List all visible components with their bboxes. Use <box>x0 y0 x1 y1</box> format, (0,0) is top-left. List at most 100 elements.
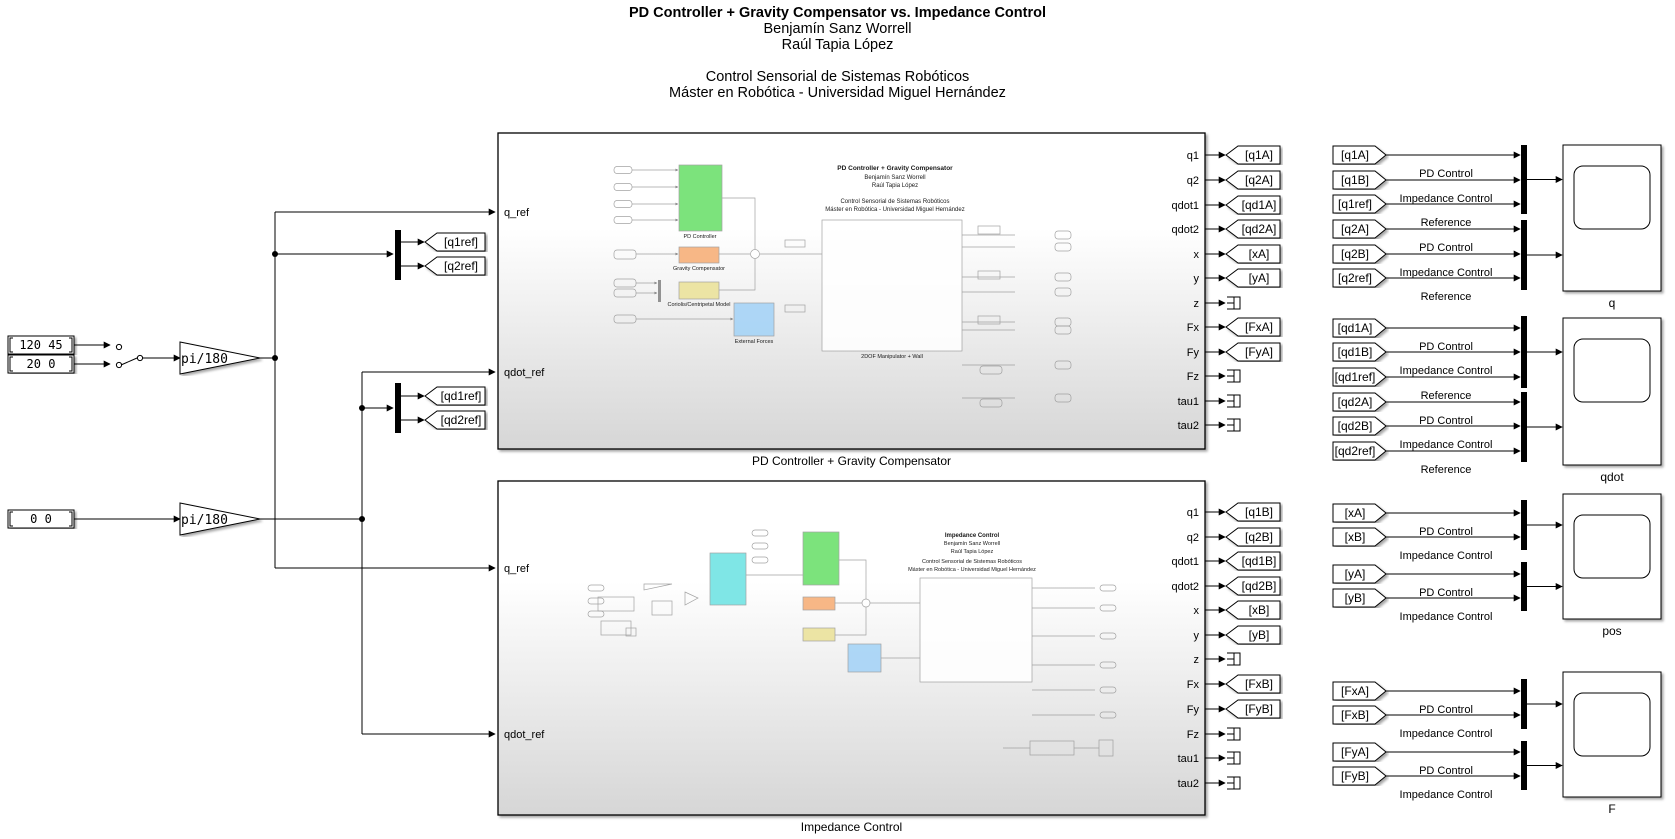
goto-xA[interactable]: [xA] <box>1225 244 1281 264</box>
goto-FyA[interactable]: [FyA] <box>1225 342 1281 362</box>
terminator[interactable] <box>1227 751 1241 765</box>
terminator[interactable] <box>1227 369 1241 383</box>
goto-q2A[interactable]: [q2A] <box>1225 170 1281 190</box>
preview-label: External Forces <box>735 339 774 345</box>
scope-q[interactable]: q <box>1562 144 1662 310</box>
terminator[interactable] <box>1227 296 1241 310</box>
outport-label: tau1 <box>1178 753 1199 765</box>
from-block[interactable]: [q1B] <box>1332 170 1387 190</box>
scope-F[interactable]: F <box>1562 671 1662 816</box>
signal-label: PD Control <box>1419 765 1473 777</box>
outport-label: Fx <box>1187 679 1200 691</box>
constant-block-c3[interactable]: 0 0 <box>7 509 75 529</box>
outport-label: q1 <box>1187 150 1199 162</box>
gain-value: pi/180 <box>181 352 228 367</box>
terminator[interactable] <box>1227 418 1241 432</box>
goto-q2B[interactable]: [q2B] <box>1225 527 1281 547</box>
from-block[interactable]: [xB] <box>1332 527 1387 547</box>
goto-xB[interactable]: [xB] <box>1225 600 1281 620</box>
preview-label: PD Controller <box>683 234 716 240</box>
from-block[interactable]: [q2B] <box>1332 244 1387 264</box>
terminator[interactable] <box>1227 727 1241 741</box>
signal-label: Impedance Control <box>1400 365 1493 377</box>
goto-qd2A[interactable]: [qd2A] <box>1225 219 1281 239</box>
goto-label: [qd1A] <box>1242 198 1277 212</box>
constant-block-c1[interactable]: 120 45 <box>7 335 75 355</box>
gain-value: pi/180 <box>181 513 228 528</box>
junction-qref <box>272 355 278 361</box>
goto-FxA[interactable]: [FxA] <box>1225 317 1281 337</box>
goto-FxB[interactable]: [FxB] <box>1225 674 1281 694</box>
outport-label: Fz <box>1187 729 1199 741</box>
from-block[interactable]: [yB] <box>1332 588 1387 608</box>
outport-label: y <box>1194 273 1200 285</box>
goto-label: [q1B] <box>1245 505 1273 519</box>
from-block[interactable]: [q2ref] <box>1332 268 1387 288</box>
goto-qd1A[interactable]: [qd1A] <box>1225 195 1281 215</box>
from-block[interactable]: [qd2B] <box>1332 416 1387 436</box>
program-name: Máster en Robótica - Universidad Miguel … <box>669 85 1006 101</box>
signal-label: PD Control <box>1419 587 1473 599</box>
signal-label: Impedance Control <box>1400 439 1493 451</box>
from-label: [xA] <box>1345 506 1366 520</box>
goto-q1B[interactable]: [q1B] <box>1225 502 1281 522</box>
inport-label: qdot_ref <box>504 367 545 379</box>
from-block[interactable]: [xA] <box>1332 503 1387 523</box>
goto-qd1ref[interactable]: [qd1ref] <box>424 386 486 406</box>
from-label: [FyB] <box>1341 769 1369 783</box>
mux-bar[interactable] <box>1521 392 1527 462</box>
goto-q1ref[interactable]: [q1ref] <box>424 232 486 252</box>
terminator[interactable] <box>1227 652 1241 666</box>
mux-bar[interactable] <box>1521 500 1527 550</box>
mux-bar[interactable] <box>1521 679 1527 729</box>
terminator[interactable] <box>1227 394 1241 408</box>
from-block[interactable]: [qd1ref] <box>1332 367 1387 387</box>
scope-qdot[interactable]: qdot <box>1562 317 1662 484</box>
goto-yB[interactable]: [yB] <box>1225 625 1281 645</box>
mux-bar[interactable] <box>1521 741 1527 790</box>
from-block[interactable]: [qd1A] <box>1332 318 1387 338</box>
mux-bar[interactable] <box>1521 220 1527 290</box>
from-block[interactable]: [yA] <box>1332 564 1387 584</box>
scope-name: F <box>1608 802 1615 816</box>
goto-q2ref[interactable]: [q2ref] <box>424 256 486 276</box>
from-label: [q1B] <box>1341 173 1369 187</box>
gain-block-g2[interactable]: pi/180 <box>179 502 261 536</box>
demux-qdotref[interactable] <box>395 383 401 433</box>
constant-block-c2[interactable]: 20 0 <box>7 354 75 374</box>
goto-FyB[interactable]: [FyB] <box>1225 699 1281 719</box>
mux-bar[interactable] <box>1521 316 1527 388</box>
from-block[interactable]: [qd2ref] <box>1332 441 1387 461</box>
demux-qref[interactable] <box>395 230 401 280</box>
from-label: [q1A] <box>1341 148 1369 162</box>
from-block[interactable]: [FxA] <box>1332 681 1387 701</box>
mux-bar[interactable] <box>1521 562 1527 611</box>
from-label: [q2B] <box>1341 247 1369 261</box>
model-title: PD Controller + Gravity Compensator vs. … <box>629 5 1046 21</box>
from-block[interactable]: [q1ref] <box>1332 194 1387 214</box>
goto-label: [yA] <box>1249 271 1270 285</box>
subsystem-name: PD Controller + Gravity Compensator <box>752 454 951 468</box>
from-block[interactable]: [FxB] <box>1332 705 1387 725</box>
preview-author-1: Benjamín Sanz Worrell <box>864 175 925 181</box>
from-block[interactable]: [qd2A] <box>1332 392 1387 412</box>
goto-q1A[interactable]: [q1A] <box>1225 145 1281 165</box>
scope-pos[interactable]: pos <box>1562 493 1662 638</box>
goto-qd2B[interactable]: [qd2B] <box>1225 576 1281 596</box>
from-block[interactable]: [q1A] <box>1332 145 1387 165</box>
from-block[interactable]: [FyB] <box>1332 766 1387 786</box>
goto-qd1B[interactable]: [qd1B] <box>1225 551 1281 571</box>
inport-label: qdot_ref <box>504 729 545 741</box>
from-block[interactable]: [q2A] <box>1332 219 1387 239</box>
terminator[interactable] <box>1227 776 1241 790</box>
goto-yA[interactable]: [yA] <box>1225 268 1281 288</box>
outport-label: q2 <box>1187 532 1199 544</box>
course-name: Control Sensorial de Sistemas Robóticos <box>705 69 970 85</box>
from-block[interactable]: [qd1B] <box>1332 342 1387 362</box>
gain-block-g1[interactable]: pi/180 <box>179 341 261 375</box>
from-block[interactable]: [FyA] <box>1332 742 1387 762</box>
mux-bar[interactable] <box>1521 145 1527 214</box>
goto-qd2ref[interactable]: [qd2ref] <box>424 410 486 430</box>
manual-switch[interactable] <box>115 343 144 369</box>
scope-name: q <box>1609 296 1616 310</box>
